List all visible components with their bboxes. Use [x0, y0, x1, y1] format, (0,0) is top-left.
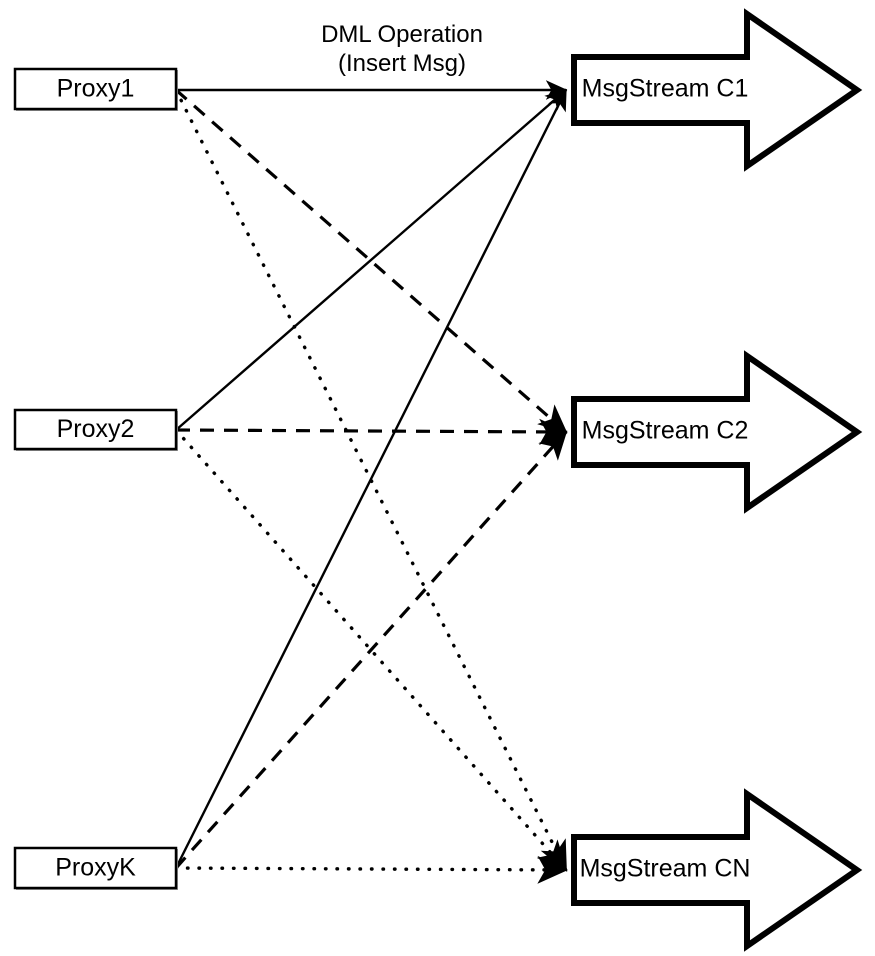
proxy-node-proxy1[interactable]: Proxy1: [13, 67, 178, 111]
msgstream-label: MsgStream CN: [580, 855, 751, 883]
proxy-node-proxy2[interactable]: Proxy2: [13, 408, 178, 451]
proxy-box-rect: [13, 67, 178, 111]
proxy-box-rect: [13, 846, 178, 890]
connections-layer: [174, 80, 569, 884]
annotation-line-1: DML Operation: [321, 21, 483, 48]
annotations-layer: DML Operation(Insert Msg): [321, 21, 483, 77]
annotation-dml: DML Operation(Insert Msg): [321, 21, 483, 77]
msgstream-cn[interactable]: MsgStream CN: [571, 788, 863, 952]
proxy-label: Proxy2: [57, 415, 135, 443]
connection-p2-c2: [175, 418, 568, 445]
msgstream-arrow-shape: [571, 788, 863, 952]
msgstream-arrow-shape: [571, 350, 863, 514]
connection-pk-cn: [174, 855, 569, 884]
connection-p1-c2: [174, 88, 568, 434]
msgstream-c1[interactable]: MsgStream C1: [571, 8, 863, 172]
msgstream-label: MsgStream C2: [582, 417, 749, 445]
proxy-label: ProxyK: [55, 854, 136, 882]
annotation-line-2: (Insert Msg): [338, 50, 466, 77]
proxy-box-rect: [13, 408, 178, 451]
msgstream-c2[interactable]: MsgStream C2: [571, 350, 863, 514]
proxy-node-proxyk[interactable]: ProxyK: [13, 846, 178, 890]
connection-p2-c1: [175, 89, 568, 431]
connection-pk-c2: [174, 430, 568, 870]
streams-layer: MsgStream C1 MsgStream C2 MsgStream CN: [571, 8, 863, 952]
msgstream-arrow-shape: [571, 8, 863, 172]
connection-pk-c1: [174, 88, 568, 869]
proxy-label: Proxy1: [57, 75, 135, 103]
msgstream-label: MsgStream C1: [582, 75, 749, 103]
